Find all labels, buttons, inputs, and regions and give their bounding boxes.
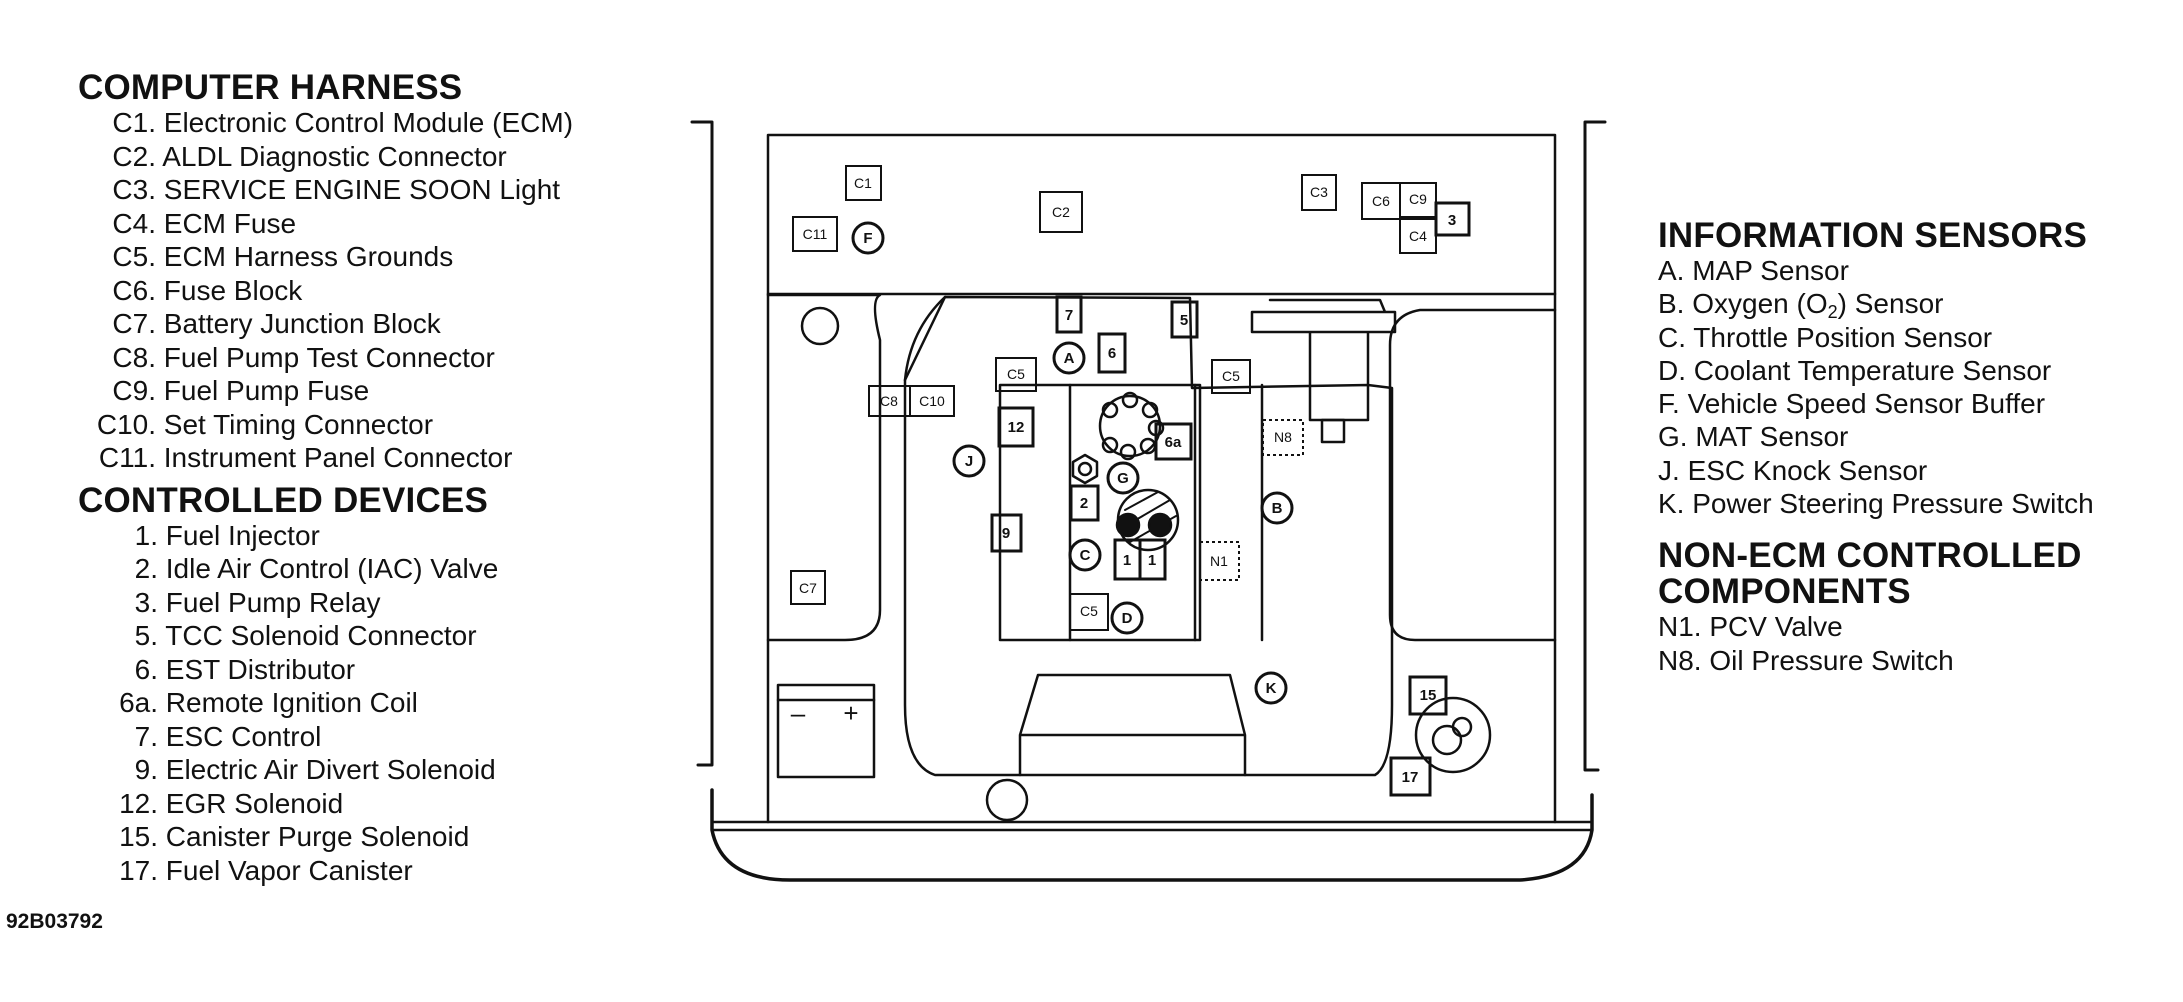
label-7: 7 bbox=[1065, 307, 1073, 324]
label-c11: C11 bbox=[803, 226, 828, 242]
pulley bbox=[985, 778, 1029, 822]
list-item: 6a. Remote Ignition Coil bbox=[119, 687, 418, 718]
list-item: F. Vehicle Speed Sensor Buffer bbox=[1658, 388, 2046, 420]
computer-harness-list: C1. Electronic Control Module (ECM) C2. … bbox=[78, 106, 573, 475]
list-item: C4. ECM Fuse bbox=[112, 207, 297, 239]
sensor-j: J bbox=[965, 453, 973, 470]
sensor-g: G bbox=[1117, 470, 1129, 487]
label-6: 6 bbox=[1108, 345, 1116, 362]
list-item: C5. ECM Harness Grounds bbox=[112, 241, 454, 272]
list-item: C. Throttle Position Sensor bbox=[1658, 321, 1993, 353]
list-item: B. Oxygen (O2) Sensor bbox=[1658, 288, 1944, 323]
label-1b: 1 bbox=[1148, 552, 1156, 569]
left-legend: COMPUTER HARNESS C1. Electronic Control … bbox=[78, 70, 573, 887]
sensor-f: F bbox=[863, 230, 872, 247]
intake-manifold bbox=[998, 383, 1202, 642]
label-9: 9 bbox=[1002, 525, 1010, 542]
list-item: 3. Fuel Pump Relay bbox=[134, 586, 381, 618]
label-c3: C3 bbox=[1310, 184, 1328, 200]
document-id: 92B03792 bbox=[6, 910, 103, 933]
label-c5-right: C5 bbox=[1222, 368, 1240, 384]
label-c9: C9 bbox=[1409, 191, 1427, 207]
label-c5-left: C5 bbox=[1007, 366, 1025, 382]
label-c4: C4 bbox=[1409, 228, 1427, 244]
controlled-devices-list: 1. Fuel Injector 2. Idle Air Control (IA… bbox=[78, 519, 573, 888]
vehicle-outline bbox=[690, 120, 1607, 772]
list-item: J. ESC Knock Sensor bbox=[1658, 454, 1928, 486]
list-item: C3. SERVICE ENGINE SOON Light bbox=[112, 174, 561, 205]
label-12: 12 bbox=[1008, 419, 1025, 436]
non-ecm-list: N1. PCV Valve N8. Oil Pressure Switch bbox=[1658, 610, 2094, 677]
battery bbox=[776, 683, 876, 779]
air-cleaner bbox=[1250, 298, 1397, 422]
information-sensors-heading: INFORMATION SENSORS bbox=[1658, 216, 2087, 255]
sensor-d: D bbox=[1122, 610, 1133, 627]
list-item: D. Coolant Temperature Sensor bbox=[1658, 354, 2052, 386]
list-item: C8. Fuel Pump Test Connector bbox=[112, 341, 495, 373]
controlled-devices-heading: CONTROLLED DEVICES bbox=[78, 480, 489, 520]
list-item: K. Power Steering Pressure Switch bbox=[1658, 488, 2094, 520]
radiator bbox=[1018, 673, 1247, 777]
label-n8: N8 bbox=[1274, 429, 1292, 445]
left-fender-well bbox=[766, 293, 882, 642]
label-c5-bottom: C5 bbox=[1080, 603, 1098, 619]
list-item: C9. Fuel Pump Fuse bbox=[112, 375, 370, 406]
list-item: C2. ALDL Diagnostic Connector bbox=[112, 140, 507, 172]
distributor bbox=[1098, 394, 1162, 458]
label-n1: N1 bbox=[1210, 553, 1228, 569]
list-item: 5. TCC Solenoid Connector bbox=[134, 620, 477, 651]
label-17: 17 bbox=[1402, 769, 1419, 786]
label-3: 3 bbox=[1448, 212, 1456, 229]
list-item: C1. Electronic Control Module (ECM) bbox=[112, 107, 574, 138]
list-item: 17. Fuel Vapor Canister bbox=[119, 854, 413, 886]
list-item: 15. Canister Purge Solenoid bbox=[119, 821, 470, 852]
list-item: C10. Set Timing Connector bbox=[96, 408, 434, 440]
list-item: 7. ESC Control bbox=[134, 720, 322, 752]
right-legend: INFORMATION SENSORS A. MAP Sensor B. Oxy… bbox=[1658, 218, 2094, 677]
sensor-k: K bbox=[1266, 680, 1277, 697]
label-15: 15 bbox=[1420, 687, 1437, 704]
label-c1: C1 bbox=[854, 175, 872, 191]
battery-plus: + bbox=[843, 698, 858, 728]
list-item: 1. Fuel Injector bbox=[134, 519, 320, 551]
label-c6: C6 bbox=[1372, 193, 1390, 209]
label-2: 2 bbox=[1080, 495, 1088, 512]
list-item: 6. EST Distributor bbox=[134, 653, 356, 685]
list-item: N1. PCV Valve bbox=[1658, 611, 1843, 643]
label-c7: C7 bbox=[799, 580, 817, 596]
non-ecm-heading: NON-ECM CONTROLLED COMPONENTS bbox=[1658, 536, 2082, 612]
battery-minus: – bbox=[791, 698, 806, 728]
list-item: C6. Fuse Block bbox=[112, 274, 303, 306]
computer-harness-heading: COMPUTER HARNESS bbox=[78, 68, 463, 107]
list-item: 2. Idle Air Control (IAC) Valve bbox=[134, 553, 499, 584]
list-item: G. MAT Sensor bbox=[1658, 421, 1849, 453]
list-item: 9. Electric Air Divert Solenoid bbox=[134, 754, 496, 785]
front-bumper bbox=[710, 788, 1594, 882]
label-c2: C2 bbox=[1052, 204, 1070, 220]
sensor-b: B bbox=[1272, 500, 1283, 517]
label-5: 5 bbox=[1180, 312, 1188, 329]
sensor-a: A bbox=[1064, 350, 1075, 367]
engine-outline bbox=[903, 295, 1394, 777]
sensor-c: C bbox=[1080, 547, 1091, 564]
label-c10: C10 bbox=[919, 393, 945, 409]
right-fender-well bbox=[1388, 308, 1557, 642]
information-sensors-list: A. MAP Sensor B. Oxygen (O2) Sensor C. T… bbox=[1658, 254, 2094, 520]
label-1a: 1 bbox=[1123, 552, 1131, 569]
list-item: A. MAP Sensor bbox=[1658, 255, 1849, 286]
list-item: C11. Instrument Panel Connector bbox=[98, 442, 513, 473]
label-c8: C8 bbox=[880, 393, 898, 409]
list-item: 12. EGR Solenoid bbox=[119, 787, 344, 819]
list-item: C7. Battery Junction Block bbox=[112, 308, 441, 339]
list-item: N8. Oil Pressure Switch bbox=[1658, 644, 1954, 676]
label-6a: 6a bbox=[1165, 434, 1182, 451]
